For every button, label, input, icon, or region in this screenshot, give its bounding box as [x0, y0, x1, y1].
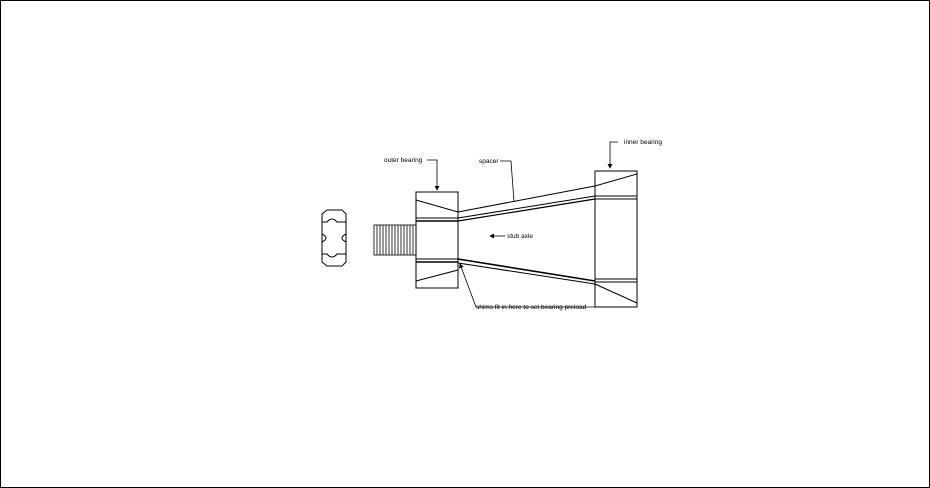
- outer-bearing-label: outer bearing: [384, 157, 423, 164]
- castle-nut: [321, 209, 347, 267]
- inner-bearing-leader: [607, 141, 618, 169]
- axle-thread: [373, 224, 417, 256]
- shims-leader: [459, 263, 633, 308]
- inner-bearing-label: inner bearing: [624, 139, 662, 146]
- stub-axle-label: stub axle: [507, 233, 533, 240]
- leader-lines: [427, 141, 633, 308]
- outer-bearing: [415, 191, 459, 289]
- spacer-leader: [500, 160, 515, 203]
- inner-bearing: [594, 170, 638, 308]
- outer-bearing-leader: [427, 159, 440, 191]
- spacer-label: spacer: [479, 158, 499, 165]
- shims-label: shims fit in here to set bearing preload: [476, 304, 587, 311]
- spacer: [457, 185, 596, 285]
